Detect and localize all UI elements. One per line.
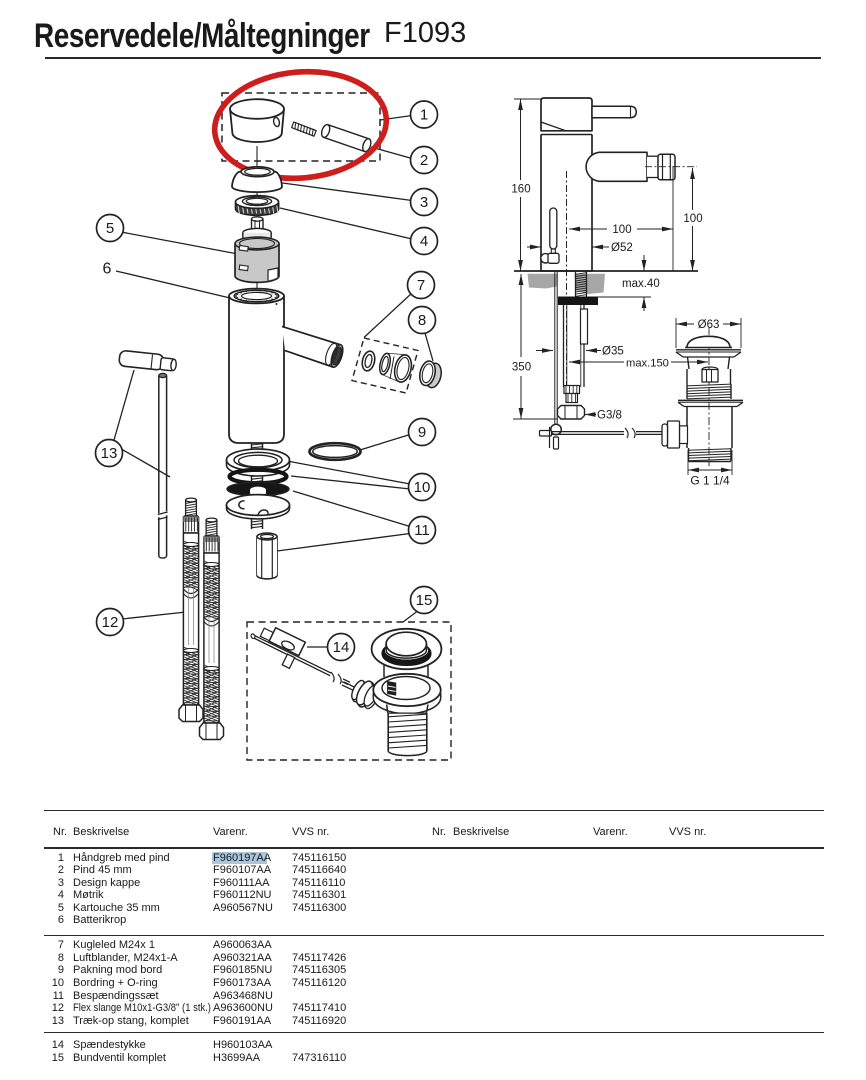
- svg-text:8: 8: [418, 312, 426, 329]
- svg-text:Ø52: Ø52: [611, 242, 633, 254]
- svg-text:5: 5: [106, 220, 114, 237]
- svg-text:G 1 1/4: G 1 1/4: [690, 474, 730, 488]
- svg-text:350: 350: [512, 362, 531, 374]
- svg-text:100: 100: [683, 213, 702, 225]
- svg-text:6: 6: [103, 261, 112, 278]
- svg-text:14: 14: [333, 639, 350, 656]
- svg-text:10: 10: [414, 479, 431, 496]
- svg-text:1: 1: [420, 107, 428, 124]
- svg-text:G3/8: G3/8: [597, 410, 622, 422]
- svg-text:2: 2: [420, 152, 428, 169]
- svg-text:max.150: max.150: [626, 358, 669, 370]
- svg-text:7: 7: [417, 277, 425, 294]
- svg-text:15: 15: [416, 592, 433, 609]
- svg-text:9: 9: [418, 424, 426, 441]
- svg-text:12: 12: [102, 614, 119, 631]
- svg-text:3: 3: [420, 194, 428, 211]
- svg-text:Ø63: Ø63: [698, 319, 720, 331]
- svg-text:Ø35: Ø35: [602, 346, 624, 358]
- svg-text:max.40: max.40: [622, 278, 660, 290]
- svg-text:11: 11: [414, 522, 430, 539]
- svg-text:4: 4: [420, 233, 428, 250]
- svg-text:100: 100: [612, 224, 631, 236]
- svg-text:13: 13: [101, 445, 118, 462]
- svg-text:160: 160: [511, 184, 530, 196]
